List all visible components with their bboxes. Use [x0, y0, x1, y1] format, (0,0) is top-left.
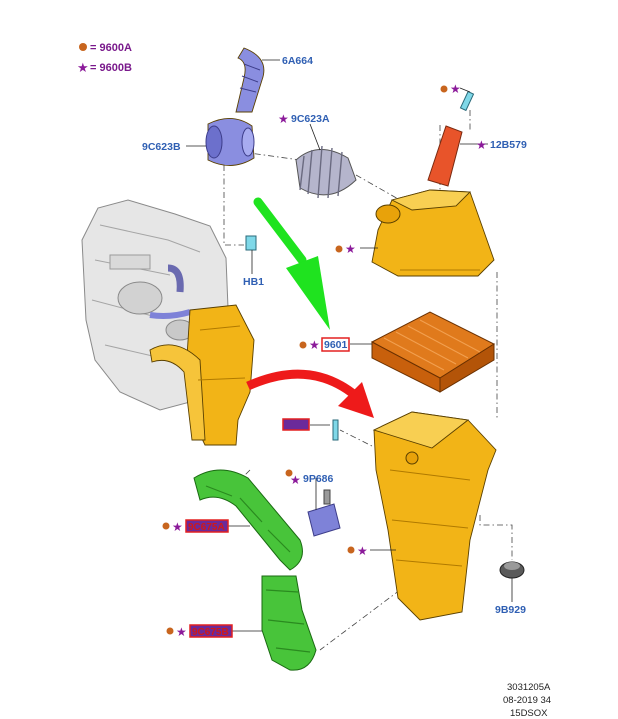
- cover-star-icon: ★: [345, 242, 356, 256]
- grommet-9B929: [499, 561, 525, 579]
- label-9601-dot-icon: [299, 341, 307, 349]
- footer-code: 3031205A: [507, 682, 551, 693]
- label-9601-star-icon: ★: [309, 338, 320, 352]
- label-9C675A-highlight: [185, 519, 229, 533]
- outlet-hose-6A664: [235, 47, 265, 113]
- sensor-9P686: [307, 489, 341, 537]
- label-9B929: 9B929: [495, 604, 526, 616]
- label-box2-highlight: [282, 418, 310, 431]
- housing-star-icon: ★: [357, 544, 368, 558]
- legend: = 9600A ★ = 9600B: [77, 42, 132, 76]
- footer-date: 08-2019 34: [503, 695, 551, 706]
- label-9C675A-dot-icon: [162, 522, 170, 530]
- label-9C623A: 9C623A: [291, 113, 330, 125]
- red-arrow: [246, 369, 374, 418]
- legend-dot-label: = 9600A: [90, 42, 132, 54]
- air-cleaner-cover: [371, 189, 495, 277]
- label-9P686-dot-icon: [285, 469, 293, 477]
- air-cleaner-lower-housing: [372, 411, 497, 621]
- legend-star-label: = 9600B: [90, 62, 132, 74]
- label-9601: 9601: [324, 339, 348, 351]
- label-12B579-top-star-icon: ★: [450, 82, 461, 96]
- bracket-12B579: [427, 90, 475, 187]
- label-9C623B: 9C623B: [142, 141, 181, 153]
- label-9C675B-dot-icon: [166, 627, 174, 635]
- duct-9C675B: [261, 575, 317, 671]
- legend-dot-icon: [79, 43, 87, 51]
- label-9P686: 9P686: [303, 473, 334, 485]
- label-12B579-star-icon: ★: [476, 138, 487, 152]
- leader-lines: [186, 59, 513, 632]
- label-9601-box: [321, 337, 350, 352]
- green-arrow: [253, 197, 330, 330]
- legend-star-icon: ★: [77, 61, 89, 76]
- label-9P686-star-icon: ★: [290, 473, 301, 487]
- filter-element-9601: [370, 311, 496, 393]
- label-12B579: 12B579: [490, 139, 527, 151]
- housing-dot-icon: [347, 546, 355, 554]
- label-9C675B: 9C675B: [192, 627, 229, 638]
- label-6A664: 6A664: [282, 55, 313, 67]
- cover-dot-icon: [335, 245, 343, 253]
- bolt-icon: [332, 419, 339, 441]
- footer: 3031205A 08-2019 34 15DSOX: [503, 682, 551, 719]
- mounted-air-cleaner: [149, 304, 255, 446]
- label-12B579-top-dot-icon: [440, 85, 448, 93]
- label-9C675A-star-icon: ★: [172, 520, 183, 534]
- bellows-hose-9C623A: [295, 145, 357, 199]
- label-9C623A-star-icon: ★: [278, 112, 289, 126]
- part-labels: 6A664 ★ 9C623A 9C623B ★ ★ 12B579 HB1 ★ ★…: [142, 55, 527, 639]
- label-HB1: HB1: [243, 276, 264, 288]
- label-9C675B-star-icon: ★: [176, 625, 187, 639]
- footer-model: 15DSOX: [510, 708, 548, 719]
- bolt-hb1-icon: [245, 235, 257, 251]
- duct-9C675A: [193, 469, 303, 571]
- label-9C675A: 9C675A: [188, 522, 225, 533]
- resonator-9C623B: [205, 118, 255, 166]
- label-9C675B-highlight: [189, 624, 233, 638]
